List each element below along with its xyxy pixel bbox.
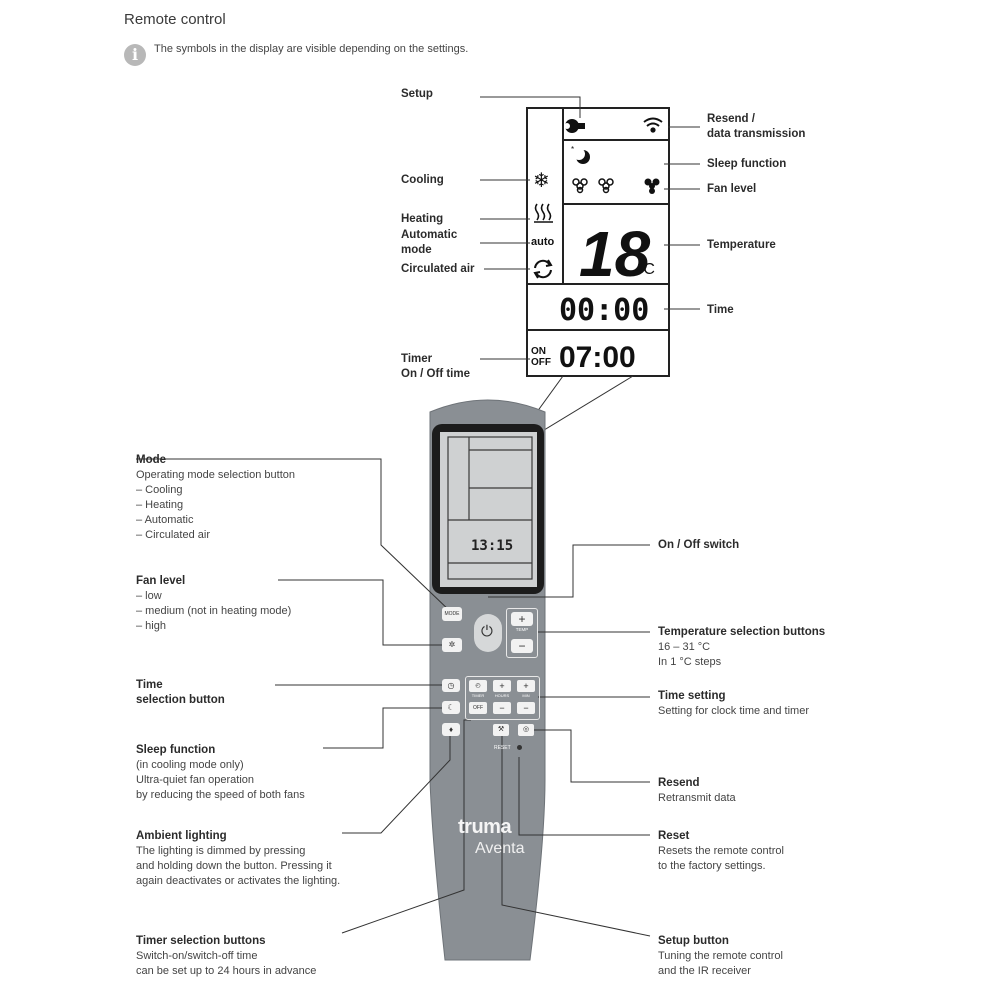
label-time: Time xyxy=(707,304,734,316)
time-selection-button[interactable]: ◷ xyxy=(442,679,460,692)
timer-time: 07:00 xyxy=(559,341,636,374)
hours-down-button[interactable]: − xyxy=(493,702,511,714)
callout-timer-selection: Timer selection buttons Switch-on/switch… xyxy=(136,934,396,979)
timer-on-button[interactable]: ◴ xyxy=(469,680,487,692)
temp-label: TEMP xyxy=(515,627,529,632)
callout-ambient-title: Ambient lighting xyxy=(136,830,227,842)
callout-setup-button-text: Tuning the remote control and the IR rec… xyxy=(658,950,783,977)
timer-on-label: ON xyxy=(531,346,546,357)
circulate-icon xyxy=(533,259,553,279)
callout-mode-text: Operating mode selection button – Coolin… xyxy=(136,469,295,541)
temperature-buttons: + TEMP − xyxy=(506,608,538,658)
label-circulated-air: Circulated air xyxy=(401,263,475,275)
temp-down-button[interactable]: − xyxy=(511,639,533,653)
callout-time-selection-title: Time selection button xyxy=(136,679,225,706)
fan-medium-icon xyxy=(598,178,614,194)
svg-text:*: * xyxy=(571,145,574,154)
info-icon: i xyxy=(124,44,146,66)
label-timer: Timer On / Off time xyxy=(401,353,470,380)
reset-label: RESET xyxy=(494,745,511,751)
callout-resend-text: Retransmit data xyxy=(658,792,736,804)
min-label: MIN xyxy=(522,693,530,698)
mode-button[interactable]: MODE xyxy=(442,607,462,621)
label-fan-level: Fan level xyxy=(707,183,757,195)
callout-ambient: Ambient lighting The lighting is dimmed … xyxy=(136,829,396,889)
auto-indicator: auto xyxy=(531,236,555,248)
min-up-button[interactable]: + xyxy=(517,680,535,692)
wifi-icon xyxy=(643,117,663,133)
label-heating: Heating xyxy=(401,213,444,225)
label-setup: Setup xyxy=(401,88,433,100)
timer-off-label: OFF xyxy=(531,357,551,368)
callout-temperature-title: Temperature selection buttons xyxy=(658,626,826,638)
callout-onoff-title: On / Off switch xyxy=(658,539,740,551)
temperature-value: 18 xyxy=(579,218,651,290)
label-resend: Resend / data transmission xyxy=(707,113,806,140)
timer-off-button[interactable]: OFF xyxy=(469,702,487,714)
reset-button[interactable] xyxy=(517,745,522,750)
timer-hours-min-group: ◴ TIMER OFF + HOURS − + MIN − xyxy=(465,676,540,720)
callout-temperature-text: 16 – 31 °C In 1 °C steps xyxy=(658,641,722,668)
callout-sleep-title: Sleep function xyxy=(136,744,216,756)
hours-up-button[interactable]: + xyxy=(493,680,511,692)
heating-icon xyxy=(534,203,553,223)
callout-time-setting: Time setting Setting for clock time and … xyxy=(658,689,898,719)
callout-temperature: Temperature selection buttons 16 – 31 °C… xyxy=(658,625,898,670)
callout-sleep-text: (in cooling mode only) Ultra-quiet fan o… xyxy=(136,759,305,801)
fan-high-icon xyxy=(644,178,660,194)
callout-ambient-text: The lighting is dimmed by pressing and h… xyxy=(136,845,341,887)
callout-sleep: Sleep function (in cooling mode only) Ul… xyxy=(136,743,376,803)
callout-onoff: On / Off switch xyxy=(658,538,898,553)
resend-button[interactable]: ◎ xyxy=(518,724,534,736)
temp-up-button[interactable]: + xyxy=(511,612,533,626)
snowflake-icon: ❄ xyxy=(533,170,550,192)
callout-timer-selection-title: Timer selection buttons xyxy=(136,935,266,947)
callout-reset-text: Resets the remote control to the factory… xyxy=(658,845,784,872)
page-heading: Remote control xyxy=(124,11,226,28)
label-automatic-mode: Automatic mode xyxy=(401,229,458,256)
callout-resend-title: Resend xyxy=(658,777,700,789)
brand-logo: truma xyxy=(458,816,512,838)
callout-time-setting-text: Setting for clock time and timer xyxy=(658,705,810,717)
clock-time: 00:00 xyxy=(559,293,649,328)
callout-mode-title: Mode xyxy=(136,454,167,466)
sleep-button[interactable]: ☾ xyxy=(442,701,460,714)
info-note: The symbols in the display are visible d… xyxy=(154,43,469,55)
label-cooling: Cooling xyxy=(401,174,444,186)
temperature-unit: °C xyxy=(637,261,655,278)
hours-label: HOURS xyxy=(494,693,510,698)
callout-reset-title: Reset xyxy=(658,830,690,842)
power-button[interactable]: ⏻ xyxy=(474,614,502,652)
callout-resend: Resend Retransmit data xyxy=(658,776,898,806)
callout-setup-button: Setup button Tuning the remote control a… xyxy=(658,934,898,979)
callout-fan-text: – low – medium (not in heating mode) – h… xyxy=(136,590,292,632)
callout-setup-button-title: Setup button xyxy=(658,935,729,947)
callout-time-selection: Time selection button xyxy=(136,678,376,708)
model-name: Aventa xyxy=(475,840,525,857)
callout-mode: Mode Operating mode selection button – C… xyxy=(136,453,376,543)
setup-button[interactable]: ⚒ xyxy=(493,724,509,736)
lcd-display: ❄ auto * 1 xyxy=(531,117,663,374)
fan-level-button[interactable]: ✲ xyxy=(442,638,462,652)
callout-timer-selection-text: Switch-on/switch-off time can be set up … xyxy=(136,950,317,977)
label-sleep: Sleep function xyxy=(707,158,787,170)
label-temperature: Temperature xyxy=(707,239,776,251)
callout-fan: Fan level – low – medium (not in heating… xyxy=(136,574,376,634)
ambient-light-button[interactable]: ♦ xyxy=(442,723,460,736)
fan-low-icon xyxy=(572,178,588,194)
min-down-button[interactable]: − xyxy=(517,702,535,714)
wrench-icon xyxy=(564,119,585,133)
timer-label: TIMER xyxy=(471,693,485,698)
sleep-moon-icon: * xyxy=(571,145,590,164)
callout-time-setting-title: Time setting xyxy=(658,690,726,702)
remote-screen-time: 13:15 xyxy=(471,538,514,554)
callout-reset: Reset Resets the remote control to the f… xyxy=(658,829,898,874)
callout-fan-title: Fan level xyxy=(136,575,186,587)
power-icon: ⏻ xyxy=(481,623,493,640)
